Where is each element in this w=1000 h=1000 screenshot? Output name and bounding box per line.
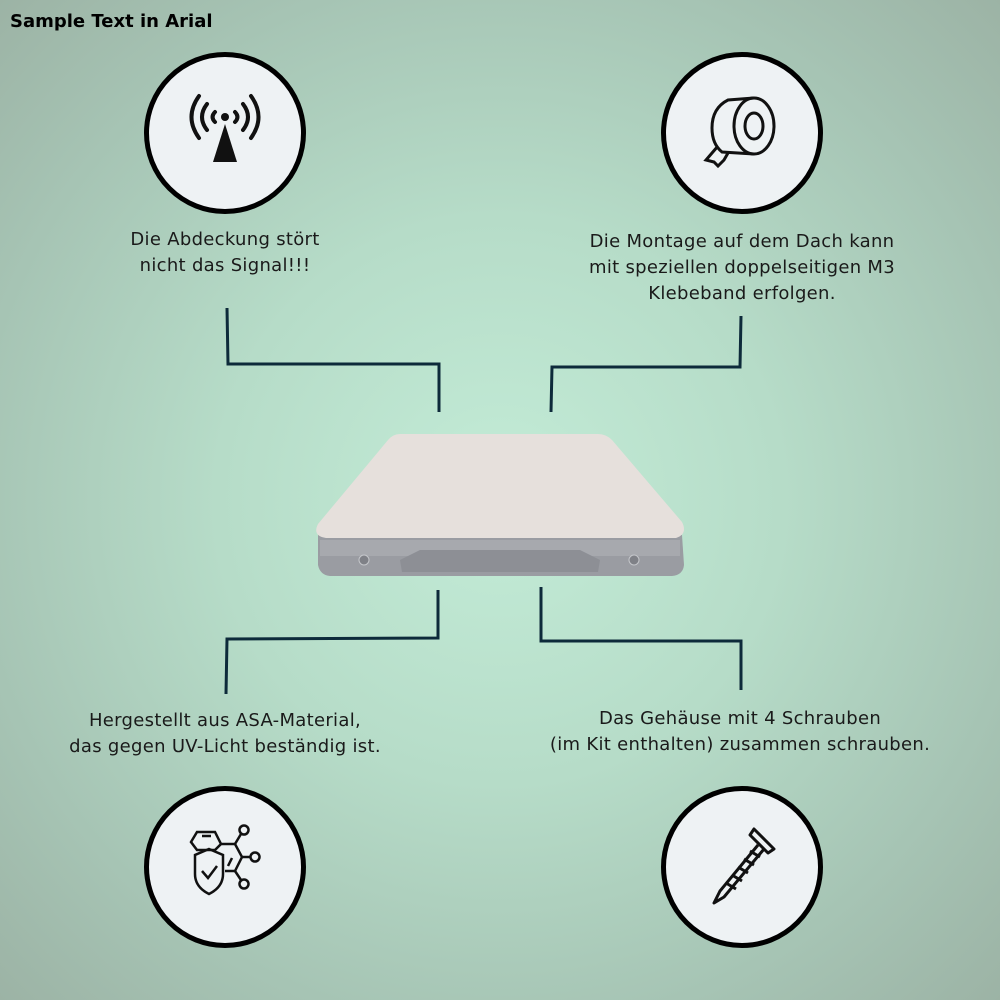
caption-line: das gegen UV-Licht beständig ist. bbox=[69, 736, 381, 757]
feature-caption-2: Die Montage auf dem Dach kann mit spezie… bbox=[589, 229, 895, 307]
shield-molecule-icon bbox=[189, 824, 261, 896]
page-title: Sample Text in Arial bbox=[10, 11, 213, 32]
connector-top-right bbox=[549, 315, 743, 413]
caption-line: (im Kit enthalten) zusammen schrauben. bbox=[549, 734, 931, 755]
feature-caption-1: Die Abdeckung stört nicht das Signal!!! bbox=[130, 227, 319, 279]
feature-caption-4: Das Gehäuse mit 4 Schrauben (im Kit enth… bbox=[550, 706, 930, 758]
caption-line: nicht das Signal!!! bbox=[139, 255, 311, 276]
antenna-housing-image bbox=[316, 434, 684, 576]
caption-line: Klebeband erfolgen. bbox=[648, 283, 836, 304]
connector-top-left bbox=[225, 307, 441, 412]
caption-line: Hergestellt aus ASA-Material, bbox=[88, 710, 362, 731]
caption-line: Das Gehäuse mit 4 Schrauben bbox=[598, 708, 882, 729]
caption-line: Die Abdeckung stört bbox=[130, 229, 320, 250]
feature-icon-circle-4 bbox=[661, 786, 823, 948]
feature-caption-3: Hergestellt aus ASA-Material, das gegen … bbox=[69, 708, 381, 760]
caption-line: Die Montage auf dem Dach kann bbox=[589, 231, 895, 252]
connector-bottom-left bbox=[224, 590, 440, 695]
antenna-signal-icon bbox=[189, 94, 261, 162]
feature-icon-circle-1 bbox=[144, 52, 306, 214]
caption-line: mit speziellen doppelseitigen M3 bbox=[588, 257, 896, 278]
screw-icon bbox=[712, 827, 776, 905]
tape-roll-icon bbox=[703, 96, 776, 169]
feature-icon-circle-2 bbox=[661, 52, 823, 214]
connector-bottom-right bbox=[539, 587, 743, 690]
feature-icon-circle-3 bbox=[144, 786, 306, 948]
